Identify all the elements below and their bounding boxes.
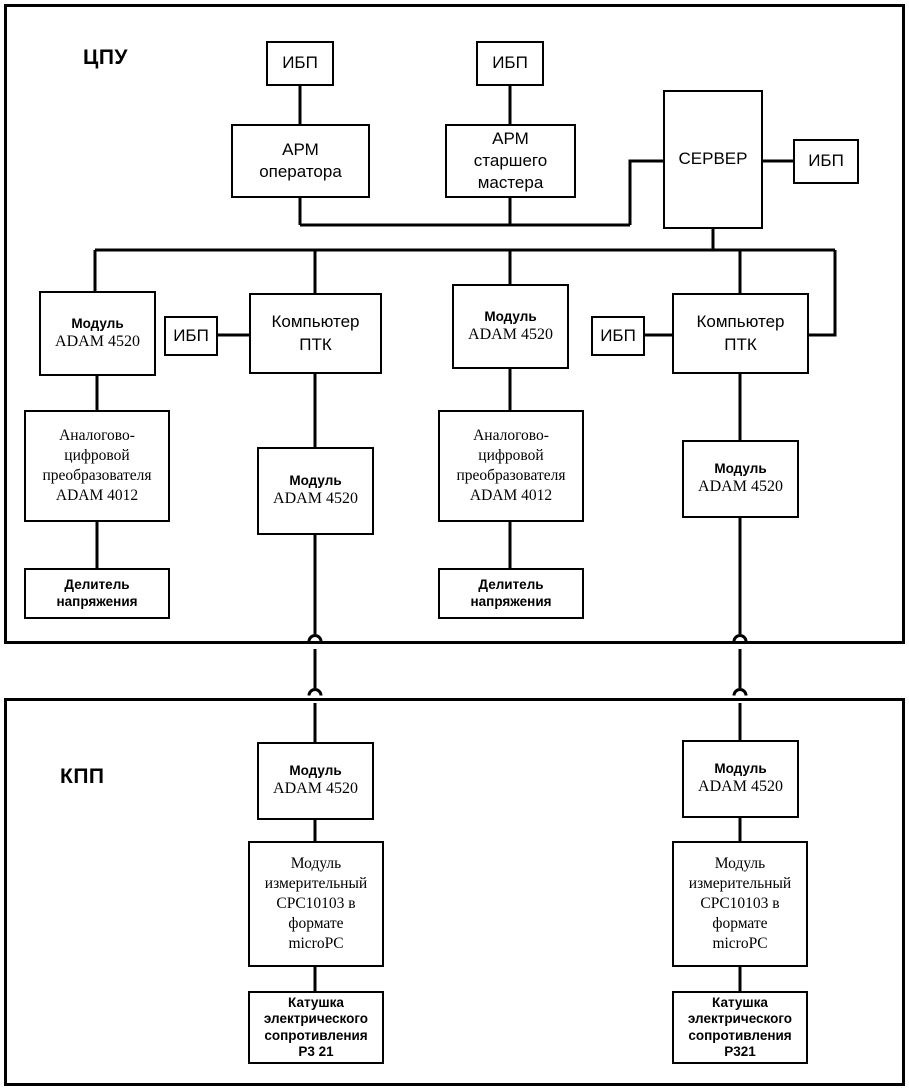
- panel-kpp: [4, 698, 905, 1086]
- node-ups-ptk-left[interactable]: ИБП: [164, 316, 218, 356]
- node-line: Р321: [724, 1043, 756, 1059]
- node-line: Модуль: [289, 763, 342, 778]
- node-coil-r321-right[interactable]: Катушка электрического сопротивления Р32…: [672, 991, 808, 1064]
- node-line: Катушка: [288, 994, 344, 1010]
- node-line: формате: [712, 915, 768, 933]
- node-line: СЕРВЕР: [678, 149, 748, 169]
- node-adc-adam4012-right[interactable]: Аналогово- цифровой преобразователя ADAM…: [438, 410, 584, 522]
- node-line: электрического: [687, 1011, 793, 1027]
- panel-label-kpp: КПП: [60, 765, 105, 788]
- node-line: Модуль: [290, 854, 342, 872]
- node-line: напряжения: [56, 593, 138, 609]
- node-module-adam4520-bottom-left[interactable]: Модуль ADAM 4520: [257, 447, 374, 535]
- node-line: электрического: [263, 1011, 369, 1027]
- node-line: ADAM 4520: [698, 478, 783, 496]
- node-line: Делитель: [478, 577, 544, 593]
- node-line: microPC: [712, 935, 768, 953]
- node-line: Модуль: [71, 315, 124, 331]
- node-divider-right[interactable]: Делитель напряжения: [438, 568, 584, 619]
- node-kpp-module-adam4520-right[interactable]: Модуль ADAM 4520: [682, 740, 799, 818]
- node-line: мастера: [477, 173, 544, 193]
- node-line: ADAM 4012: [469, 487, 553, 505]
- node-line: ADAM 4520: [698, 778, 783, 796]
- node-coil-r321-left[interactable]: Катушка электрического сопротивления Р3 …: [248, 991, 384, 1064]
- node-line: ИБП: [173, 325, 209, 345]
- node-module-adam4520-left[interactable]: Модуль ADAM 4520: [39, 291, 156, 376]
- node-line: АРМ: [492, 128, 529, 148]
- node-line: CPC10103 в: [700, 894, 780, 912]
- node-cpc-module-right[interactable]: Модуль измерительный CPC10103 в формате …: [672, 841, 808, 967]
- panel-label-cpu: ЦПУ: [83, 46, 128, 69]
- node-line: ADAM 4520: [55, 332, 140, 350]
- node-line: ИБП: [808, 151, 844, 171]
- node-line: измерительный: [264, 874, 368, 892]
- node-module-adam4520-bottom-right[interactable]: Модуль ADAM 4520: [682, 440, 799, 518]
- node-line: ADAM 4520: [468, 325, 553, 343]
- node-line: ИБП: [600, 325, 636, 345]
- node-line: ADAM 4012: [55, 487, 139, 505]
- node-line: ПТК: [299, 334, 332, 354]
- node-ups-ptk-right[interactable]: ИБП: [591, 316, 645, 356]
- node-adc-adam4012-left[interactable]: Аналогово- цифровой преобразователя ADAM…: [24, 410, 170, 522]
- node-arm-operator[interactable]: АРМ оператора: [231, 124, 370, 198]
- node-line: напряжения: [470, 593, 552, 609]
- node-ups-server[interactable]: ИБП: [793, 139, 859, 184]
- node-line: цифровой: [478, 446, 544, 464]
- node-module-adam4520-right[interactable]: Модуль ADAM 4520: [452, 284, 569, 369]
- node-line: CPC10103 в: [276, 894, 356, 912]
- node-line: Модуль: [714, 854, 766, 872]
- node-line: Аналогово-: [59, 426, 135, 444]
- node-computer-ptk-left[interactable]: Компьютер ПТК: [249, 293, 382, 374]
- node-line: сопротивления: [688, 1027, 792, 1043]
- node-cpc-module-left[interactable]: Модуль измерительный CPC10103 в формате …: [248, 841, 384, 967]
- node-kpp-module-adam4520-left[interactable]: Модуль ADAM 4520: [257, 742, 374, 820]
- node-line: ПТК: [724, 334, 757, 354]
- node-line: старшего: [473, 150, 548, 170]
- node-line: Катушка: [712, 994, 768, 1010]
- node-ups-arm-operator[interactable]: ИБП: [266, 41, 334, 86]
- node-line: Аналогово-: [473, 426, 549, 444]
- node-ups-arm-master[interactable]: ИБП: [476, 41, 544, 86]
- node-line: ИБП: [282, 53, 318, 73]
- node-line: измерительный: [688, 874, 792, 892]
- node-line: ADAM 4520: [273, 490, 358, 508]
- node-line: Модуль: [484, 308, 537, 324]
- node-line: АРМ: [282, 139, 319, 159]
- node-line: Модуль: [714, 461, 767, 476]
- node-line: преобразователя: [42, 467, 152, 484]
- node-line: Компьютер: [696, 312, 785, 332]
- node-divider-left[interactable]: Делитель напряжения: [24, 568, 170, 619]
- node-line: Модуль: [714, 761, 767, 776]
- node-line: оператора: [259, 162, 342, 181]
- panel-cpu: [4, 4, 905, 644]
- node-line: цифровой: [64, 446, 130, 464]
- node-line: ADAM 4520: [273, 780, 358, 798]
- node-line: формате: [288, 915, 344, 933]
- node-arm-master[interactable]: АРМ старшего мастера: [445, 124, 576, 198]
- node-line: Делитель: [64, 577, 130, 593]
- node-line: microPC: [288, 935, 344, 953]
- node-line: преобразователя: [456, 467, 566, 484]
- node-line: Компьютер: [271, 312, 360, 332]
- node-line: Р3 21: [298, 1043, 334, 1059]
- node-line: ИБП: [492, 53, 528, 73]
- node-server[interactable]: СЕРВЕР: [663, 90, 763, 229]
- node-computer-ptk-right[interactable]: Компьютер ПТК: [672, 293, 809, 374]
- node-line: Модуль: [289, 473, 342, 488]
- node-line: сопротивления: [264, 1027, 368, 1043]
